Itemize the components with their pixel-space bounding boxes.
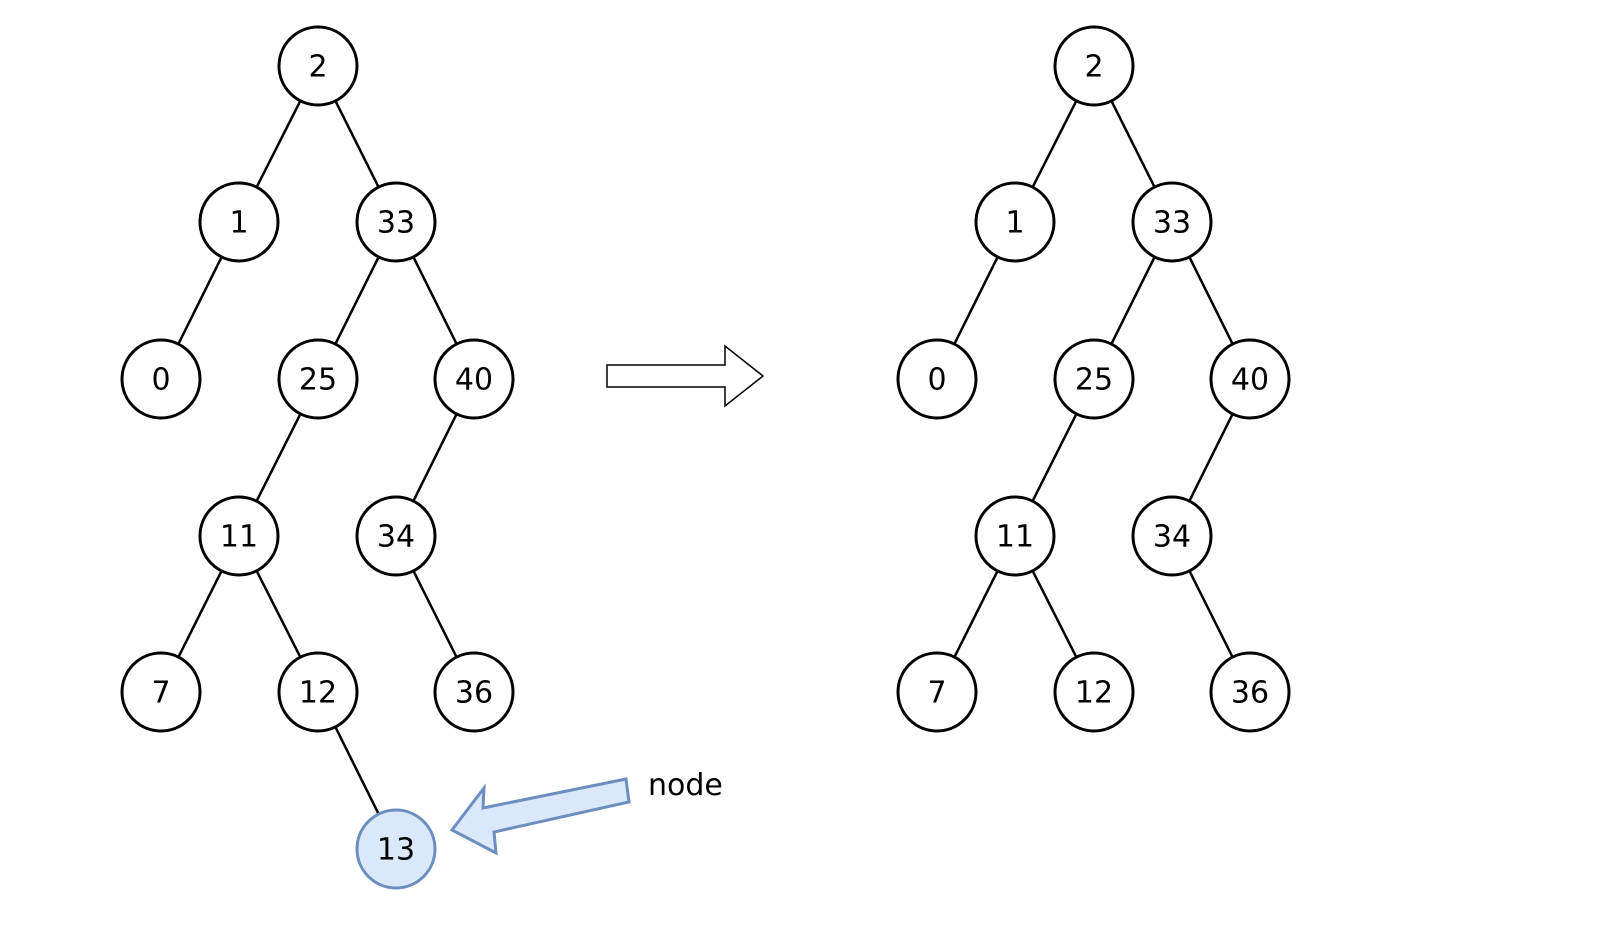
node-value: 1 xyxy=(1005,206,1024,241)
tree-node: 12 xyxy=(277,651,359,733)
pointer-arrow xyxy=(449,777,631,856)
tree-node: 25 xyxy=(1053,338,1135,420)
tree-edge xyxy=(177,570,223,658)
node-value: 11 xyxy=(996,520,1034,555)
tree-edge xyxy=(1031,413,1078,502)
tree-node: 0 xyxy=(896,338,978,420)
node-value: 34 xyxy=(1153,520,1191,555)
node-value: 40 xyxy=(1231,363,1269,398)
tree-edge xyxy=(412,570,458,658)
node-circle xyxy=(1131,495,1213,577)
node-circle xyxy=(355,181,437,263)
tree-node: 1 xyxy=(974,181,1056,263)
tree-node: 2 xyxy=(1053,25,1135,107)
tree-node: 11 xyxy=(974,495,1056,577)
node-value: 13 xyxy=(377,833,415,868)
tree-node: 2 xyxy=(277,25,359,107)
tree-node: 36 xyxy=(1209,651,1291,733)
tree-node: 36 xyxy=(433,651,515,733)
node-circle xyxy=(974,495,1056,577)
tree-edge xyxy=(255,100,302,188)
tree-edge xyxy=(1031,570,1078,658)
tree-edge xyxy=(334,100,380,188)
tree-node: 1 xyxy=(198,181,280,263)
node-value: 33 xyxy=(377,206,415,241)
pointer-label: node xyxy=(648,768,723,803)
node-value: 36 xyxy=(1231,676,1269,711)
tree-edge xyxy=(412,413,458,502)
tree-edge xyxy=(953,256,999,345)
node-circle xyxy=(1053,338,1135,420)
tree-node: 0 xyxy=(120,338,202,420)
tree-edge xyxy=(255,570,302,658)
tree-edge xyxy=(1031,100,1078,188)
node-value: 40 xyxy=(455,363,493,398)
highlighted-node-circle xyxy=(355,808,437,890)
node-circle xyxy=(277,651,359,733)
node-circle xyxy=(1053,25,1135,107)
tree-node: 13 xyxy=(355,808,437,890)
tree-node: 7 xyxy=(896,651,978,733)
tree-edge xyxy=(177,256,223,345)
node-circle xyxy=(1053,651,1135,733)
node-circle xyxy=(896,338,978,420)
node-circle xyxy=(896,651,978,733)
tree-edge xyxy=(1188,256,1234,345)
node-value: 2 xyxy=(308,50,327,85)
node-circle xyxy=(198,181,280,263)
tree-node: 33 xyxy=(1131,181,1213,263)
node-circle xyxy=(277,338,359,420)
node-circle xyxy=(1131,181,1213,263)
node-value: 12 xyxy=(1075,676,1113,711)
transform-arrow xyxy=(606,344,765,408)
node-value: 33 xyxy=(1153,206,1191,241)
tree-node: 40 xyxy=(433,338,515,420)
tree-edge xyxy=(412,256,458,345)
node-value: 1 xyxy=(229,206,248,241)
tree-node: 11 xyxy=(198,495,280,577)
node-value: 0 xyxy=(151,363,170,398)
node-circle xyxy=(433,651,515,733)
node-value: 0 xyxy=(927,363,946,398)
tree-node: 33 xyxy=(355,181,437,263)
tree-node: 34 xyxy=(355,495,437,577)
node-value: 7 xyxy=(151,676,170,711)
tree-node: 34 xyxy=(1131,495,1213,577)
node-value: 25 xyxy=(299,363,337,398)
before-tree: 2 1 33 0 25 40 11 34 7 12 36 13 xyxy=(120,25,515,890)
tree-edge xyxy=(334,726,380,815)
tree-edge xyxy=(953,570,999,658)
tree-edge xyxy=(255,413,302,502)
tree-node: 40 xyxy=(1209,338,1291,420)
node-value: 2 xyxy=(1084,50,1103,85)
node-circle xyxy=(198,495,280,577)
after-tree: 2 1 33 0 25 40 11 34 7 12 36 xyxy=(896,25,1291,733)
node-value: 12 xyxy=(299,676,337,711)
node-value: 34 xyxy=(377,520,415,555)
node-value: 11 xyxy=(220,520,258,555)
tree-edge xyxy=(1188,570,1234,658)
node-circle xyxy=(1209,651,1291,733)
node-circle xyxy=(1209,338,1291,420)
tree-edge xyxy=(334,256,380,345)
node-circle xyxy=(120,651,202,733)
node-circle xyxy=(120,338,202,420)
tree-edge xyxy=(1110,256,1156,345)
node-circle xyxy=(433,338,515,420)
tree-node: 7 xyxy=(120,651,202,733)
node-value: 36 xyxy=(455,676,493,711)
node-circle xyxy=(355,495,437,577)
node-value: 25 xyxy=(1075,363,1113,398)
tree-node: 25 xyxy=(277,338,359,420)
node-circle xyxy=(974,181,1056,263)
tree-edge xyxy=(1188,413,1234,502)
node-value: 7 xyxy=(927,676,946,711)
tree-node: 12 xyxy=(1053,651,1135,733)
tree-edge xyxy=(1110,100,1156,188)
node-circle xyxy=(277,25,359,107)
